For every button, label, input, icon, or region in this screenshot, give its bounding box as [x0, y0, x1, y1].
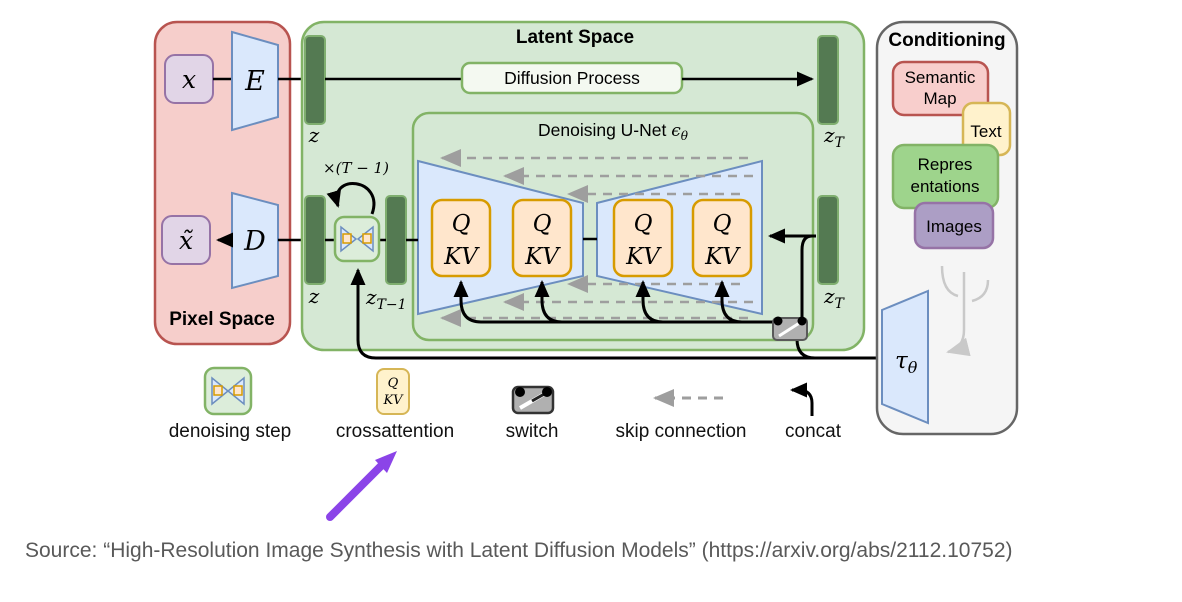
semantic-map-box: [891, 60, 990, 117]
kv-label: KV: [625, 244, 662, 270]
output-xtilde-box: [161, 215, 211, 265]
switch-dot-left: [773, 316, 783, 326]
crossattention-icon: [511, 198, 573, 278]
encoder-trapezoid: [231, 30, 279, 132]
latent-bar-z-mid: [304, 195, 326, 285]
zTm1-label: zT−1: [365, 285, 407, 313]
legend-crossattention-icon: Q KV: [376, 368, 410, 415]
source-caption: Source: “High-Resolution Image Synthesis…: [25, 539, 1013, 562]
latent-space-panel: Latent Space z Diffusion Process zT Deno…: [300, 20, 882, 360]
loop-count-label: ×(T − 1): [323, 159, 389, 177]
kv-branch-arrow: [453, 280, 482, 324]
output-xtilde-label: x̃: [179, 226, 194, 255]
crossattention-block-3: Q KV: [612, 198, 674, 278]
pixel-space-panel: Pixel Space x E D x̃: [153, 20, 305, 346]
tree-trunk-arrow: [946, 272, 971, 357]
crossattention-block-1: Q KV: [430, 198, 492, 278]
crossattention-box: [376, 368, 410, 415]
switch-dot-right: [797, 316, 807, 326]
q-label: Q: [388, 376, 399, 391]
z-top-label: z: [308, 123, 320, 147]
legend-switch-icon: [511, 385, 555, 415]
latent-bar-zT-top: [817, 35, 839, 125]
crossattention-blocks: Q KV Q KV Q KV Q KV: [430, 198, 753, 278]
zT-mid-label: zT: [823, 284, 846, 312]
bowtie-left-square: [342, 233, 352, 244]
conditioning-merge-tree: [940, 265, 990, 357]
switch-dot-left: [515, 387, 525, 397]
annotation-arrow-head: [375, 451, 397, 473]
images-box: [913, 201, 995, 250]
switch-dot-right: [542, 387, 552, 397]
q-label: Q: [713, 211, 732, 237]
representations-label-line2: entations: [911, 177, 980, 196]
tau-label: τθ: [895, 348, 918, 377]
legend-concat-icon: [790, 382, 814, 416]
switch-lever: [778, 320, 802, 338]
crossattention-icon: [430, 198, 492, 278]
bowtie-left-square: [213, 385, 223, 396]
input-x-label: x: [182, 65, 196, 94]
conditioning-panel: Conditioning Semantic Map Text Repres en…: [875, 20, 1019, 436]
zT-top-label: zT: [823, 123, 846, 151]
kv-branch-arrow: [534, 280, 563, 324]
q-label: Q: [634, 211, 653, 237]
text-cond-label: Text: [970, 122, 1001, 141]
kv-label: KV: [524, 244, 561, 270]
bowtie-right-square: [233, 385, 243, 396]
switch-to-conditioning-line: [795, 338, 816, 360]
conditioning-to-denoising-line: [350, 268, 882, 360]
legend-denoising-step-icon: [203, 366, 253, 416]
conditioning-title: Conditioning: [888, 30, 1005, 51]
legend-crossattention-label: crossattention: [336, 421, 454, 442]
legend-switch-label: switch: [506, 421, 559, 442]
kv-branch-arrow: [635, 280, 664, 324]
latent-bar-zTm1: [385, 195, 407, 285]
skip-connection-arrows: [440, 149, 753, 327]
legend: denoising step Q KV crossattention switc…: [169, 366, 842, 442]
legend-denoising-step-label: denoising step: [169, 421, 292, 442]
q-label: Q: [452, 211, 471, 237]
semantic-map-label-line1: Semantic: [905, 68, 976, 87]
kv-branch-arrow: [714, 280, 743, 324]
decoder-label: D: [243, 226, 266, 257]
kv-label: KV: [443, 244, 480, 270]
images-label: Images: [926, 217, 982, 236]
q-label: Q: [533, 211, 552, 237]
bowtie-right-square: [362, 233, 372, 244]
tau-encoder-trapezoid: [881, 289, 929, 425]
denoising-step-icon: [333, 215, 381, 263]
crossattention-icon: [612, 198, 674, 278]
crossattention-icon: [691, 198, 753, 278]
loop-arrow: [326, 182, 376, 215]
pixel-space-title: Pixel Space: [169, 309, 275, 330]
crossattention-block-2: Q KV: [511, 198, 573, 278]
latent-space-title: Latent Space: [516, 27, 634, 48]
switch-icon: [772, 316, 808, 341]
latent-bar-z-top: [304, 35, 326, 125]
encoder-label: E: [244, 66, 265, 97]
representations-label-line1: Repres: [918, 155, 973, 174]
kv-label: KV: [382, 393, 404, 408]
denoising-unet-title: Denoising U-Net ϵθ: [538, 120, 689, 143]
legend-concat-label: concat: [785, 421, 842, 442]
semantic-map-label-line2: Map: [923, 89, 956, 108]
z-mid-label: z: [308, 284, 320, 308]
crossattention-block-4: Q KV: [691, 198, 753, 278]
diffusion-process-label: Diffusion Process: [504, 68, 640, 88]
legend-skip-connection-label: skip connection: [616, 421, 747, 442]
tree-branch-right: [971, 279, 990, 303]
decoder-trapezoid: [231, 191, 279, 290]
kv-label: KV: [704, 244, 741, 270]
tree-branch-left: [940, 265, 959, 298]
purple-annotation-arrow: [326, 451, 397, 521]
zT-to-switch-line: [800, 234, 813, 317]
latent-bar-zT-mid: [817, 195, 839, 285]
annotation-arrow-shaft: [326, 462, 385, 521]
